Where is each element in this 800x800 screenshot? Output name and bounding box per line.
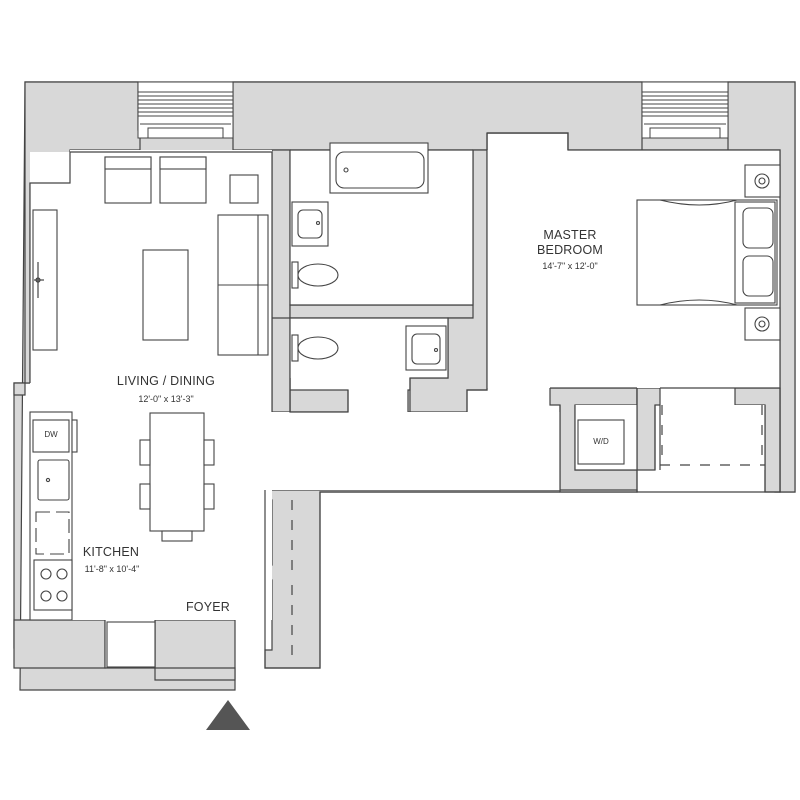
toilet-icon bbox=[291, 261, 339, 289]
bath-fixtures bbox=[291, 142, 447, 371]
refrigerator bbox=[35, 511, 70, 555]
dining-table bbox=[149, 412, 205, 532]
range-burner-icon bbox=[33, 559, 73, 611]
kitchen-label: KITCHEN bbox=[82, 545, 140, 559]
partition-bath-lower bbox=[271, 317, 291, 413]
sink-icon bbox=[405, 325, 447, 371]
foyer-label: FOYER bbox=[185, 600, 231, 614]
foyer-wall bbox=[264, 489, 638, 669]
exterior-wall-bottom-left bbox=[13, 619, 106, 669]
closet-doors bbox=[291, 405, 765, 660]
living-furniture bbox=[32, 156, 269, 668]
nightstand-top bbox=[744, 164, 781, 198]
partition-bath-mid bbox=[289, 304, 488, 319]
living-dining-label: LIVING / DINING bbox=[116, 374, 216, 388]
exterior-wall-bottom-mid bbox=[154, 619, 236, 681]
washer-dryer bbox=[577, 419, 625, 465]
master-bedroom-label-line2: BEDROOM bbox=[537, 243, 603, 257]
facade-columns bbox=[137, 81, 729, 139]
dishwasher bbox=[32, 419, 70, 453]
sink-icon bbox=[291, 201, 329, 247]
exterior-wall-top bbox=[232, 81, 643, 151]
washer-dryer-label: W/D bbox=[593, 437, 609, 446]
kitchen-sink bbox=[37, 459, 70, 501]
entry-arrow-icon bbox=[206, 700, 250, 730]
coffee-table bbox=[142, 249, 189, 341]
master-bedroom-label-line1: MASTER bbox=[543, 228, 597, 242]
bed bbox=[636, 164, 781, 341]
master-bedroom-dimensions: 14'-7" x 12'-0" bbox=[542, 261, 598, 271]
dishwasher-label: DW bbox=[44, 430, 58, 439]
foyer-bench bbox=[106, 621, 156, 668]
closet-right-wall bbox=[636, 387, 661, 471]
lamp-icon bbox=[34, 262, 44, 298]
toilet-icon bbox=[291, 334, 339, 362]
kitchen-dimensions: 11'-8" x 10'-4" bbox=[84, 564, 140, 574]
living-dining-dimensions: 12'-0" x 13'-3" bbox=[138, 394, 194, 404]
bathtub-icon bbox=[329, 142, 429, 194]
kitchen-counter bbox=[29, 411, 78, 621]
side-table bbox=[229, 174, 259, 204]
